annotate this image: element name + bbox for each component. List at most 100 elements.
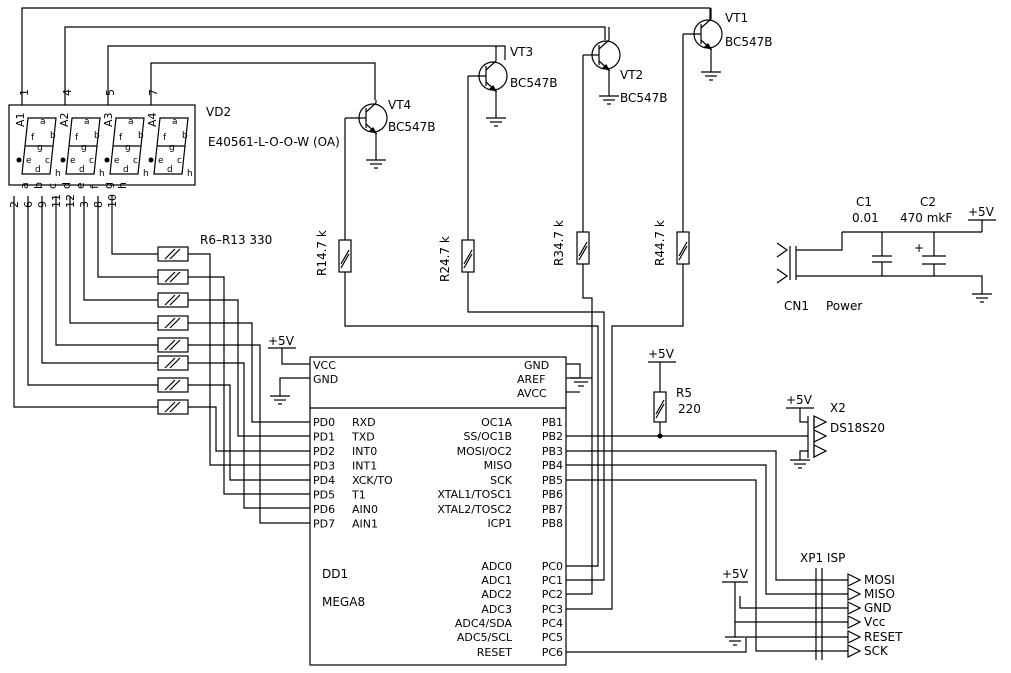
mcu-avcc: AVCC [517, 387, 547, 400]
mcu-func-pb1: OC1A [481, 416, 512, 429]
display-ref: VD2 [206, 105, 231, 119]
mcu-func-pb5: SCK [490, 474, 513, 487]
transistor-vt2: VT2 BC547B [583, 27, 668, 105]
pin-letter-b: b [32, 182, 45, 189]
sensor-plus5v: +5V [786, 393, 813, 407]
seg-c-4: c [177, 156, 182, 166]
isp-arrow-miso [847, 587, 862, 601]
isp-pin-gnd: GND [864, 601, 892, 615]
isp-pin-mosi: MOSI [864, 573, 895, 587]
seg-a-3: a [128, 117, 134, 127]
mcu-func-pd2: INT0 [352, 445, 377, 458]
mcu-plus5v-label: +5V [268, 334, 295, 348]
mcu-pin-pc0: PC0 [542, 560, 563, 573]
c1-val: 0.01 [852, 211, 879, 225]
r5-plus5v: +5V [648, 347, 675, 361]
mcu-right-pins: PB1OC1APB2SS/OC1BPB3MOSI/OC2PB4MISOPB5SC… [437, 416, 563, 659]
mcu-func-pd3: INT1 [352, 460, 377, 473]
seg-h-1: h [55, 169, 61, 179]
display-outline [8, 104, 196, 186]
mcu-pin-pd1: PD1 [313, 431, 335, 444]
sensor-part: DS18S20 [830, 421, 885, 435]
segment-wires-right [188, 253, 310, 524]
mcu-func-pd6: AIN0 [352, 503, 378, 516]
top-pin-4: 4 [61, 89, 74, 96]
seg-c-2: c [89, 156, 94, 166]
mcu-func-pc0: ADC0 [481, 560, 512, 573]
seg-d-3: d [123, 165, 129, 175]
seg-h-4: h [187, 169, 193, 179]
digit-2 [60, 117, 101, 175]
segment-letters: a b f g e c d h a b f g e c d h a b f g … [26, 117, 193, 179]
top-pin-7: 7 [147, 89, 160, 96]
isp-plus5v: +5V [722, 567, 749, 581]
seg-f-3: f [119, 133, 123, 143]
seg-g-3: g [125, 143, 131, 153]
cn1-ref: CN1 [784, 299, 809, 313]
seg-resistor-8 [157, 399, 189, 415]
mcu-gnd-right: GND [524, 359, 549, 372]
mcu-pin-pc1: PC1 [542, 574, 563, 587]
vt4-ref: VT4 [388, 98, 411, 112]
seg-b-4: b [182, 131, 188, 141]
seg-resistor-5 [157, 337, 189, 353]
display-part: E40561-L-O-O-W (OA) [208, 135, 340, 149]
vt3-type: BC547B [510, 76, 558, 90]
mcu-pin-pc2: PC2 [542, 588, 563, 601]
digit-label-a3: A3 [102, 112, 115, 127]
vt1-ref: VT1 [725, 11, 748, 25]
isp-pin-sck: SCK [864, 644, 889, 658]
r5-group: +5V R5 220 [648, 347, 701, 439]
mcu-pin-pd0: PD0 [313, 416, 335, 429]
power-plus5v: +5V [968, 205, 995, 219]
seg-c-1: c [45, 156, 50, 166]
base-resistor-r2: R24.7 k [438, 76, 475, 282]
vt4-type: BC547B [388, 120, 436, 134]
seg-e-4: e [158, 156, 164, 166]
seg-resistor-3 [157, 292, 189, 308]
r5-ref: R5 [676, 386, 692, 400]
isp-pin-miso: MISO [864, 587, 895, 601]
mcu-pin-pd5: PD5 [313, 489, 335, 502]
vt2-type: BC547B [620, 91, 668, 105]
mcu-func-pb2: SS/OC1B [463, 430, 512, 443]
mcu-pin-pb6: PB6 [542, 488, 563, 501]
mcu-pin-pd3: PD3 [313, 460, 335, 473]
mcu-aref: AREF [517, 373, 545, 386]
mcu-pin-pb7: PB7 [542, 503, 563, 516]
r1-label: R14.7 k [315, 230, 329, 276]
base-resistor-r1: R14.7 k [315, 118, 352, 276]
mcu-func-pd7: AIN1 [352, 518, 378, 531]
digit-label-a4: A4 [146, 112, 159, 127]
mcu-func-pb4: MISO [484, 459, 513, 472]
c2-plus: + [914, 241, 924, 255]
seg-f-1: f [31, 133, 35, 143]
mcu-func-pd4: XCK/TO [352, 474, 393, 487]
seg-g-1: g [37, 143, 43, 153]
isp-ref: XP1 ISP [800, 551, 845, 565]
seg-b-1: b [50, 131, 56, 141]
seg-a-1: a [40, 117, 46, 127]
mcu-func-pb8: ICP1 [487, 517, 512, 530]
seg-resistors-label: R6–R13 330 [200, 233, 272, 247]
isp-pin-reset: RESET [864, 630, 903, 644]
top-pin-1: 1 [18, 89, 31, 96]
mcu-pin-pc5: PC5 [542, 631, 563, 644]
mcu-part: MEGA8 [322, 595, 365, 609]
digit-label-a2: A2 [58, 112, 71, 127]
mcu-func-pc6: RESET [477, 646, 513, 659]
mcu-func-pd5: T1 [351, 489, 366, 502]
transistor-vt1: VT1 BC547B [683, 8, 773, 81]
pin-letter-e: e [74, 182, 87, 189]
isp-arrow-mosi [847, 573, 862, 587]
mcu-func-pc2: ADC2 [481, 588, 512, 601]
mcu-func-pb6: XTAL1/TOSC1 [437, 488, 512, 501]
top-pin-5: 5 [104, 89, 117, 96]
mcu-pin-pd7: PD7 [313, 518, 335, 531]
power-section: C1 0.01 C2 470 mkF +5V + CN1 Power [776, 195, 996, 313]
mcu-func-pc3: ADC3 [481, 603, 512, 616]
